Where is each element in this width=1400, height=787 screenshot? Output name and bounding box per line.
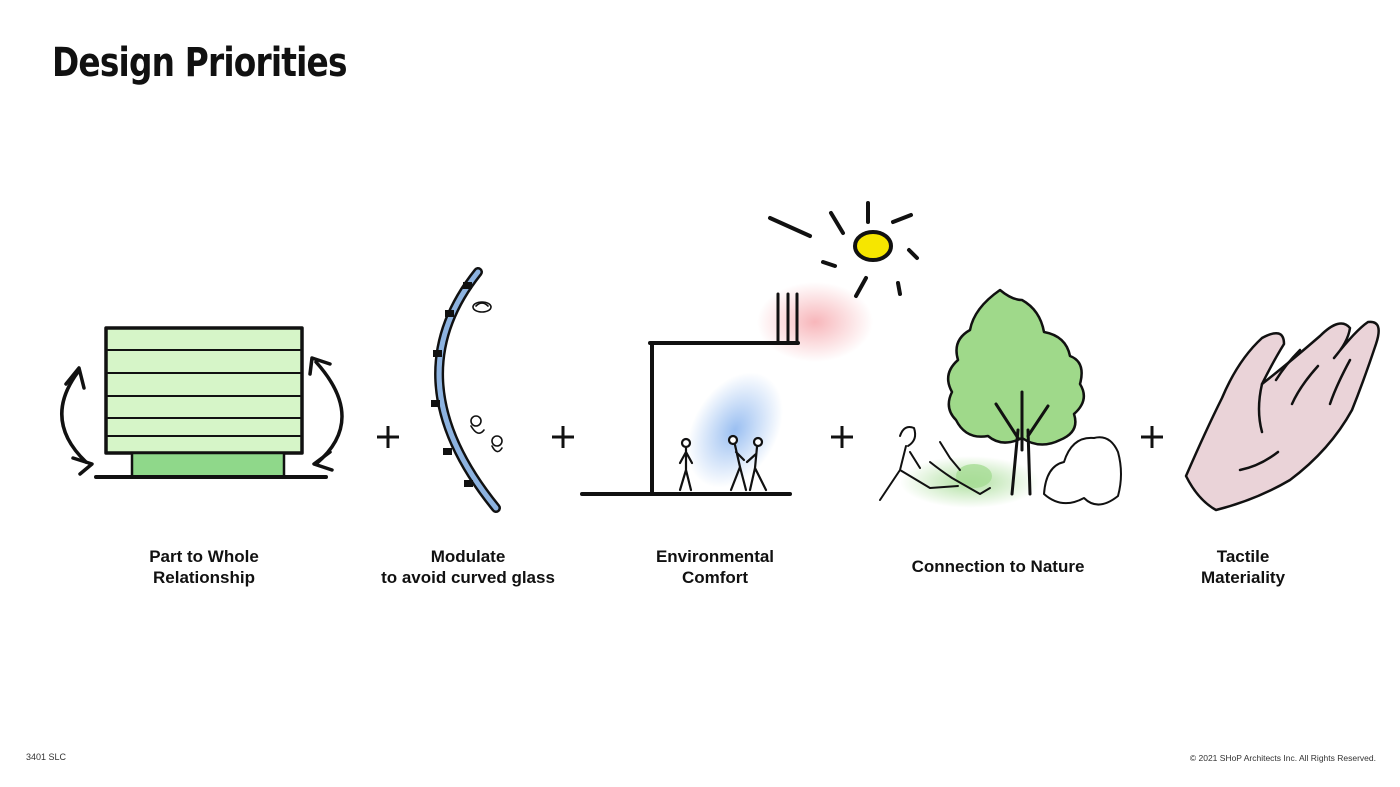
copyright-notice: © 2021 SHoP Architects Inc. All Rights R… xyxy=(1189,753,1376,763)
priority-label-connection-to-nature: Connection to Nature xyxy=(898,556,1098,577)
label-line: Tactile xyxy=(1216,547,1270,566)
label-line: Part to Whole xyxy=(149,547,259,566)
project-code: 3401 SLC xyxy=(26,752,67,762)
plus-sign xyxy=(831,426,853,448)
modulated-facade-sketch xyxy=(431,267,503,513)
tactile-hand-sketch xyxy=(1184,320,1380,512)
label-line: Environmental xyxy=(655,547,775,566)
plus-sign xyxy=(377,426,399,448)
label-line: Comfort xyxy=(681,568,749,587)
plus-sign xyxy=(1141,426,1163,448)
label-line: Connection to Nature xyxy=(911,557,1085,576)
priority-label-environmental-comfort: Environmental Comfort xyxy=(630,546,800,588)
environmental-comfort-sketch xyxy=(580,201,919,496)
label-line: to avoid curved glass xyxy=(381,568,555,587)
priority-label-modulate: Modulate to avoid curved glass xyxy=(368,546,568,588)
part-to-whole-sketch xyxy=(60,326,344,479)
page-title: Design Priorities xyxy=(52,40,347,86)
label-line: Modulate xyxy=(430,547,506,566)
plus-sign xyxy=(552,426,574,448)
connection-to-nature-sketch xyxy=(879,288,1122,508)
label-line: Materiality xyxy=(1200,568,1286,587)
priority-label-tactile-materiality: Tactile Materiality xyxy=(1168,546,1318,588)
label-line: Relationship xyxy=(152,568,255,587)
priority-label-part-to-whole: Part to Whole Relationship xyxy=(118,546,290,588)
